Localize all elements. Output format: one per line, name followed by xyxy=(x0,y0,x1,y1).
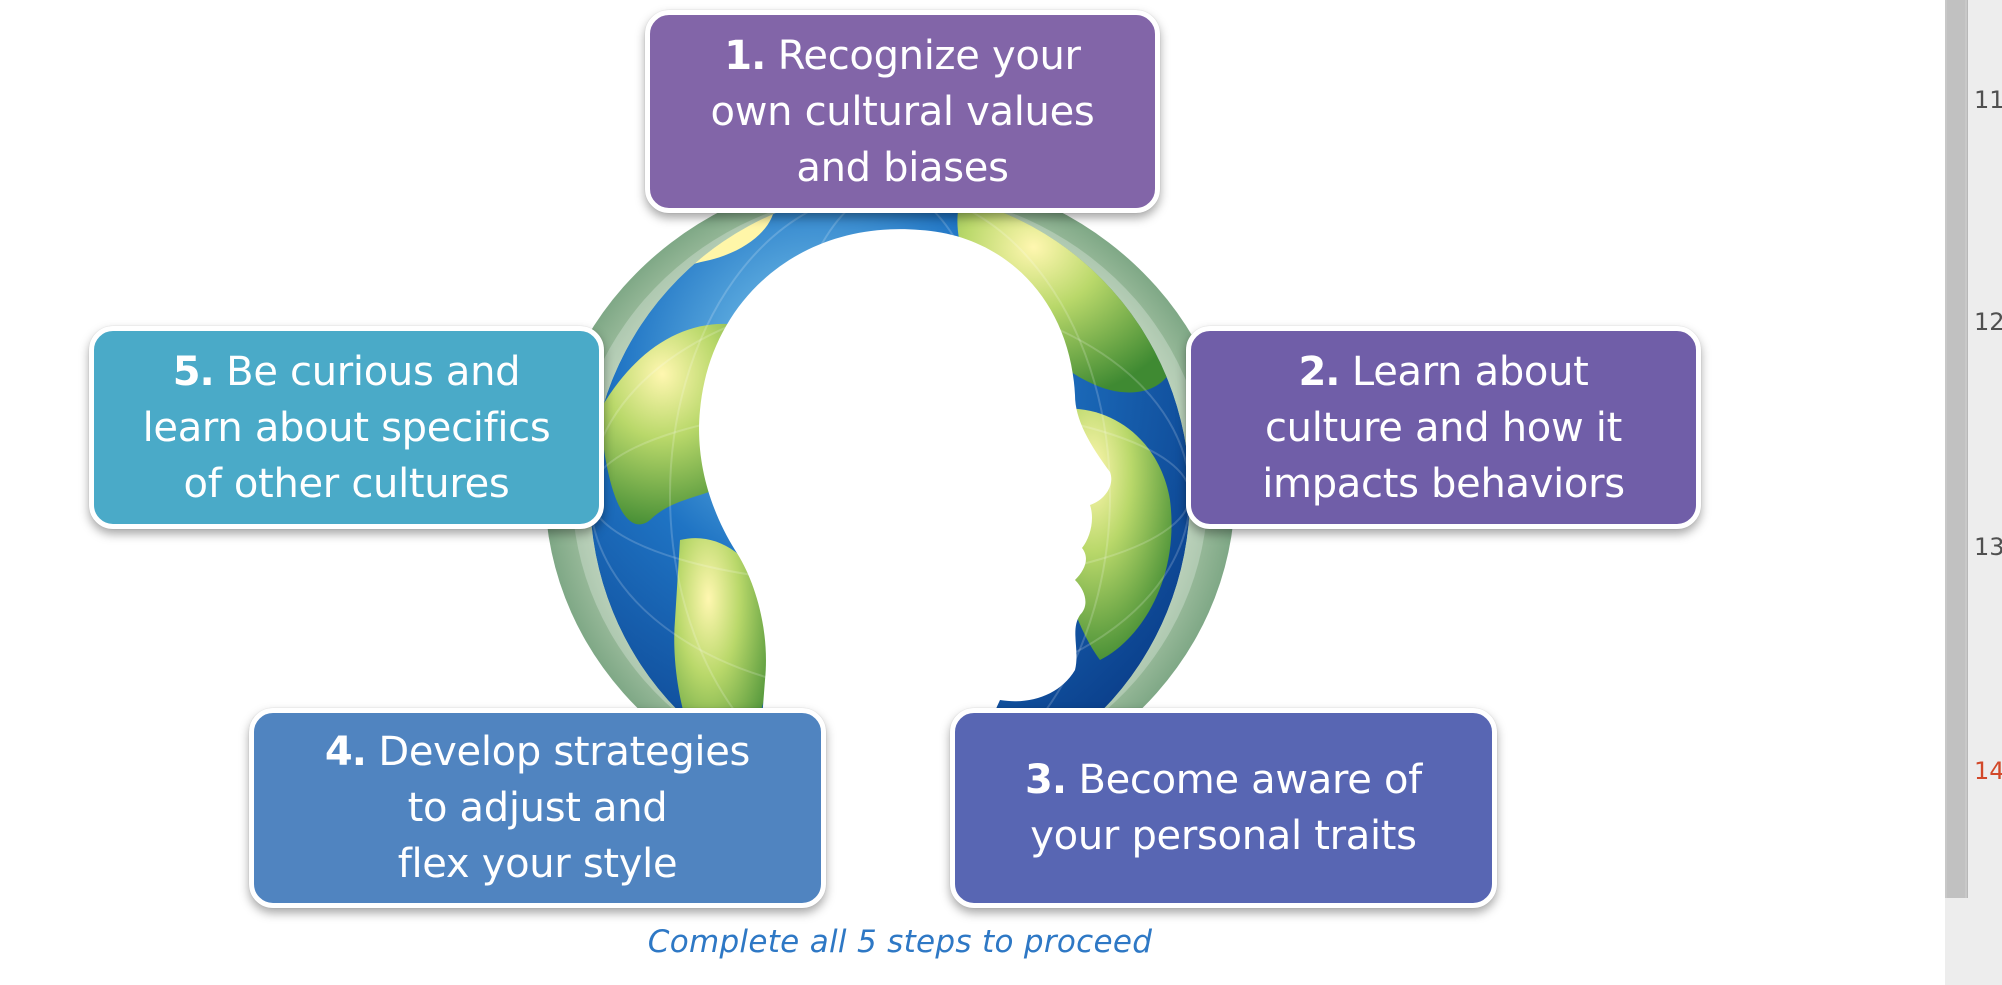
step-1-label: 1. Recognize your own cultural values an… xyxy=(711,28,1095,196)
scrollbar-thumb[interactable] xyxy=(1947,0,1965,898)
step-2-number: 2. xyxy=(1298,348,1340,395)
step-3-label: 3. Become aware of your personal traits xyxy=(1025,752,1422,864)
step-4-number: 4. xyxy=(324,729,367,775)
step-2-text: Learn about culture and how it impacts b… xyxy=(1262,348,1625,507)
step-2-box[interactable]: 2. Learn about culture and how it impact… xyxy=(1186,326,1701,529)
slide-number-14[interactable]: 14 xyxy=(1974,757,2002,785)
slide-canvas: 1. Recognize your own cultural values an… xyxy=(89,10,1701,960)
slide-number-11[interactable]: 11 xyxy=(1974,86,2002,114)
step-2-label: 2. Learn about culture and how it impact… xyxy=(1262,344,1625,512)
slide-number-13[interactable]: 13 xyxy=(1974,533,2002,561)
step-1-box[interactable]: 1. Recognize your own cultural values an… xyxy=(645,10,1160,213)
step-5-text: Be curious and learn about specifics of … xyxy=(142,348,551,507)
slide-number-12[interactable]: 12 xyxy=(1974,308,2002,336)
step-5-label: 5. Be curious and learn about specifics … xyxy=(143,344,551,512)
step-4-box[interactable]: 4. Develop strategies to adjust and flex… xyxy=(249,708,826,908)
step-3-number: 3. xyxy=(1025,757,1067,803)
footer-instruction: Complete all 5 steps to proceed xyxy=(647,924,1153,960)
step-3-text: Become aware of your personal traits xyxy=(1030,757,1422,859)
step-1-number: 1. xyxy=(724,32,766,79)
step-1-text: Recognize your own cultural values and b… xyxy=(710,32,1095,191)
globe-head-profile-icon xyxy=(545,170,1235,810)
step-5-number: 5. xyxy=(172,348,215,395)
step-5-box[interactable]: 5. Be curious and learn about specifics … xyxy=(89,326,604,529)
step-3-box[interactable]: 3. Become aware of your personal traits xyxy=(950,708,1497,908)
step-4-text: Develop strategies to adjust and flex yo… xyxy=(378,729,751,887)
step-4-label: 4. Develop strategies to adjust and flex… xyxy=(325,724,750,892)
